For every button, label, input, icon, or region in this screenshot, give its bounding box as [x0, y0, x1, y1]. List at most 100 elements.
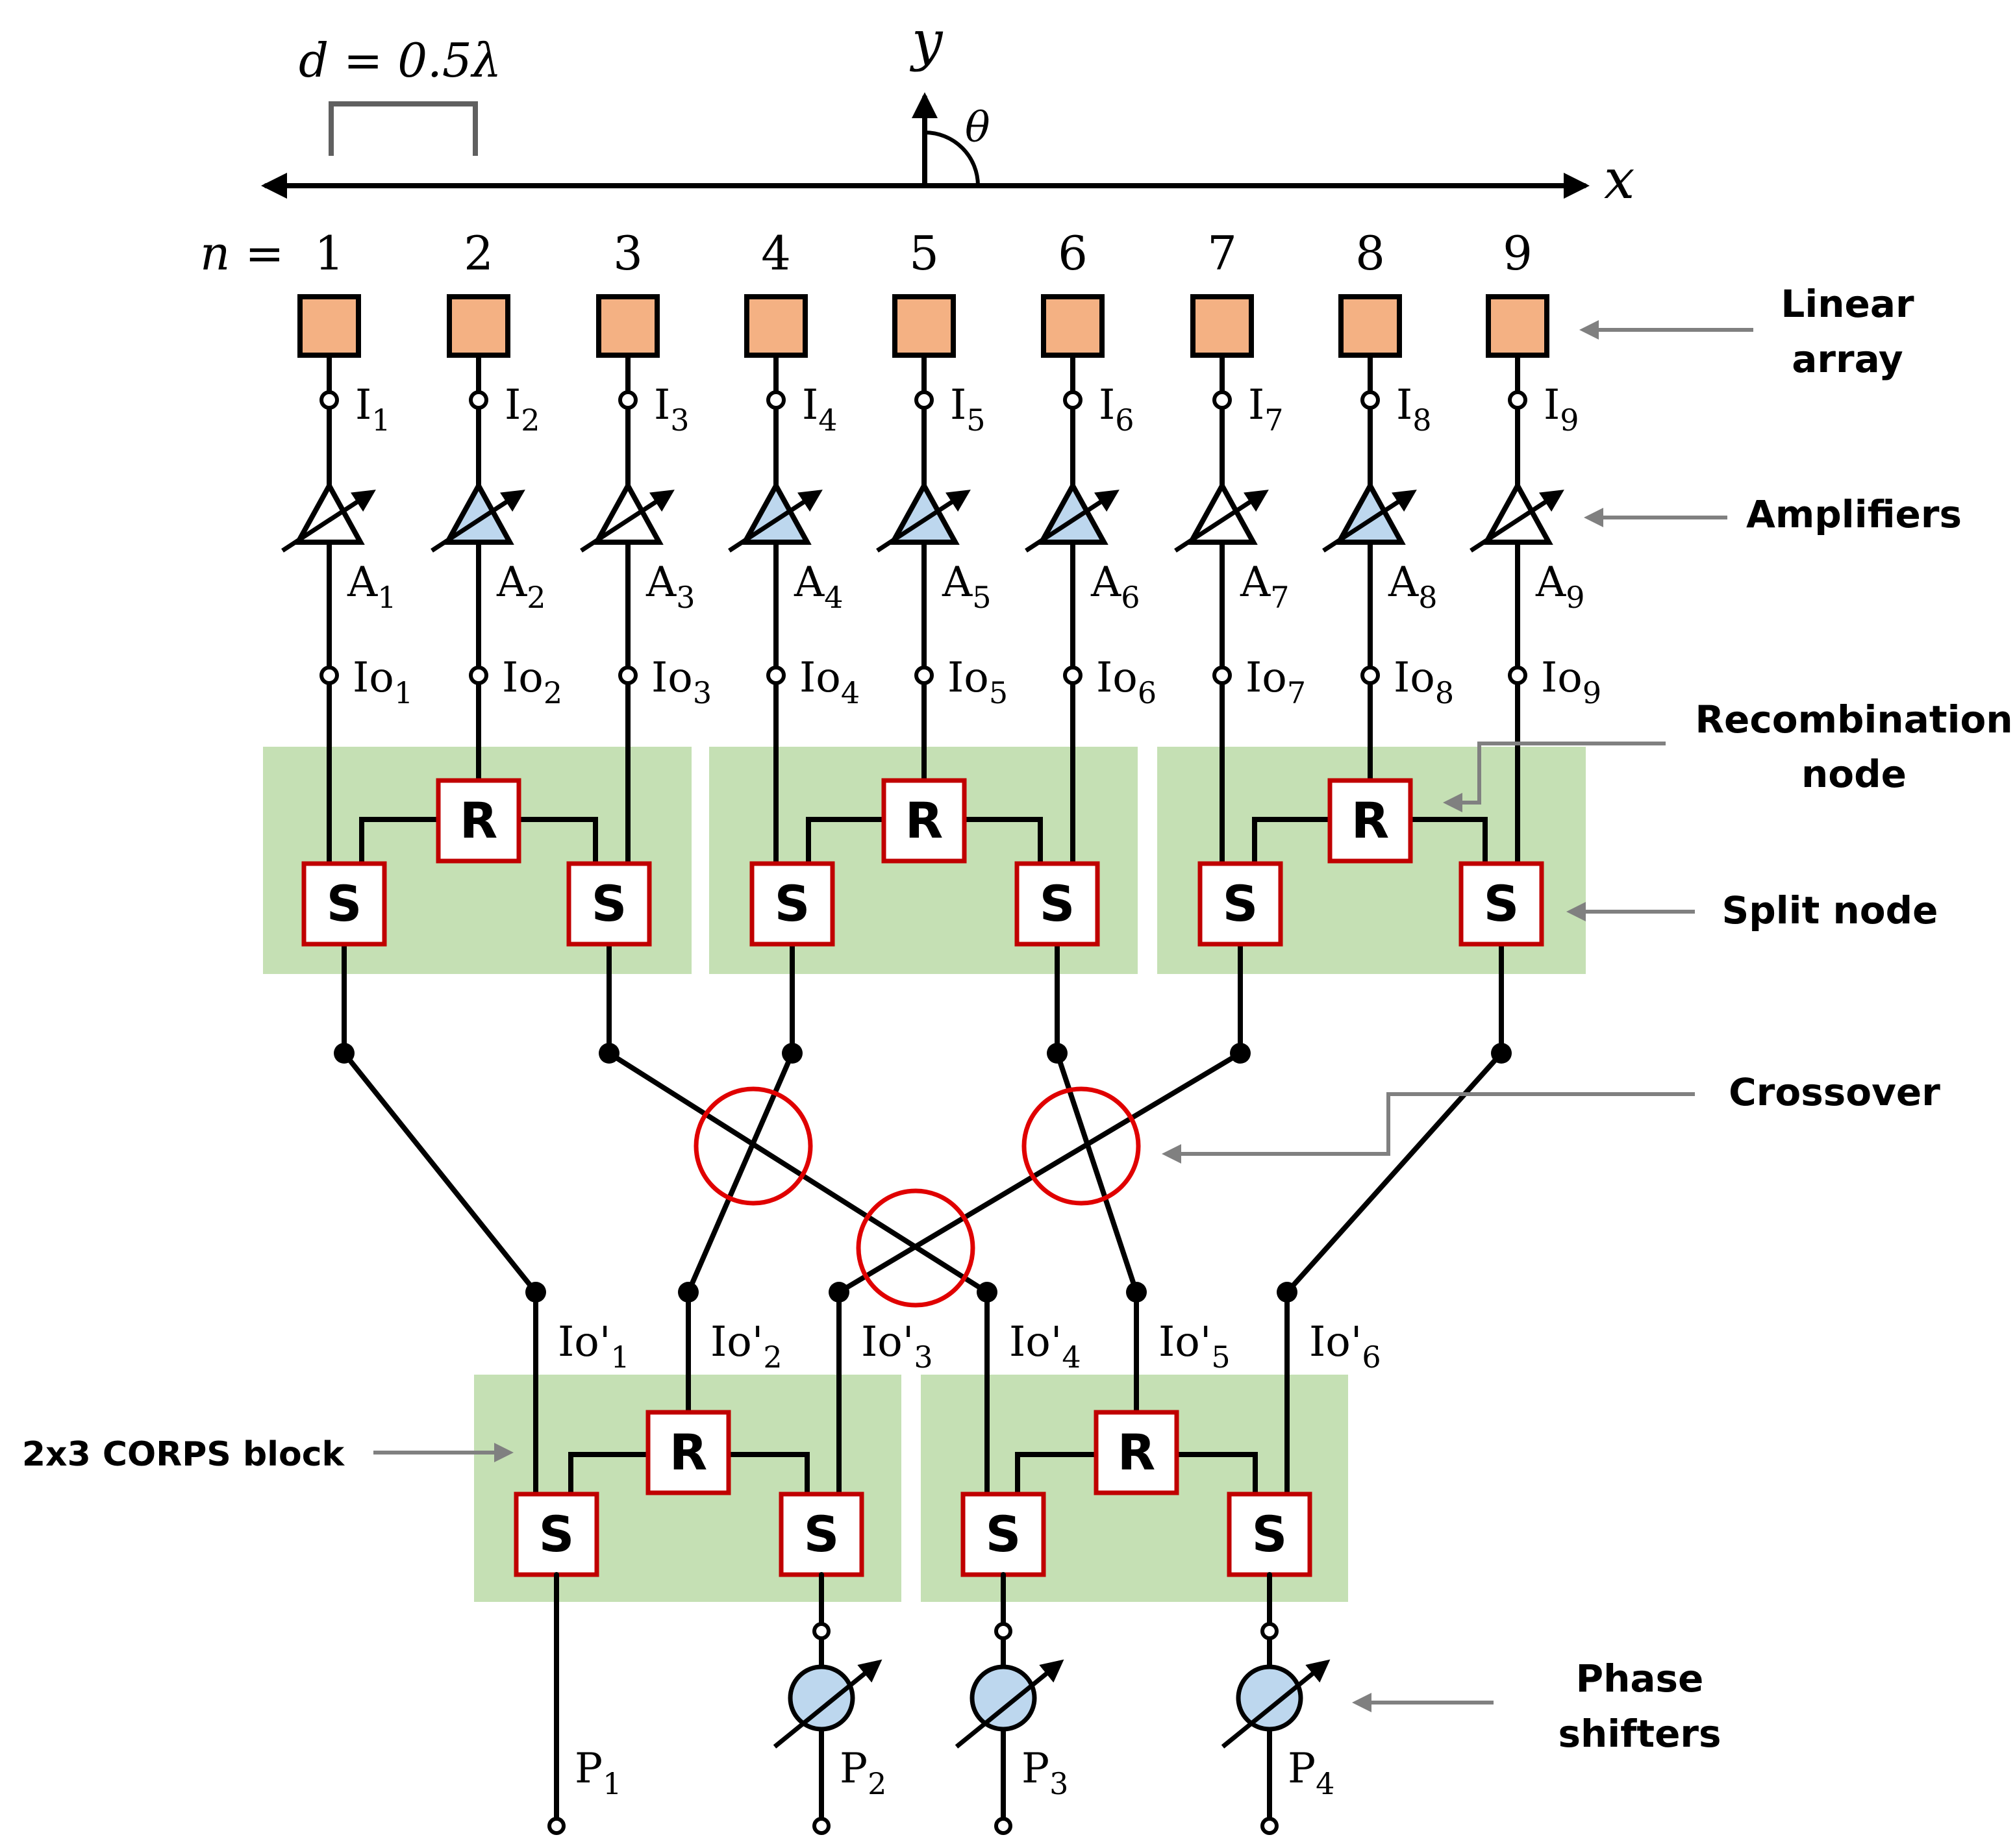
- element-index: 4: [761, 226, 791, 281]
- port-terminal: [1260, 1817, 1279, 1835]
- element-index: 8: [1355, 226, 1385, 281]
- output-label: Io4: [799, 654, 860, 710]
- output-terminal: [618, 666, 638, 685]
- antenna-element: [1486, 294, 1549, 358]
- antenna-element: [744, 294, 808, 358]
- port-terminal: [812, 1817, 831, 1835]
- output-label: Io7: [1245, 654, 1306, 710]
- split-node: S: [566, 861, 652, 947]
- input-port: P1: [547, 1572, 621, 1835]
- annotation-text: Phase: [1576, 1656, 1704, 1701]
- svg-text:R: R: [460, 792, 498, 849]
- antenna-element: [1041, 294, 1105, 358]
- amplifier-label: A5: [942, 558, 992, 615]
- svg-text:S: S: [1252, 1505, 1288, 1563]
- split-node: S: [779, 1492, 864, 1577]
- annotation-text: Linear: [1781, 282, 1914, 326]
- annotation-text: node: [1801, 752, 1907, 796]
- spacing-indicator: d = 0.5λ: [299, 33, 501, 156]
- spacing-label: d = 0.5λ: [299, 33, 501, 88]
- annotation-crossover: Crossover: [1162, 1070, 1940, 1164]
- svg-text:S: S: [327, 875, 362, 932]
- phase-shifter-icon: [970, 1664, 1037, 1732]
- phase-shifter-icon: [788, 1664, 855, 1732]
- output-terminal: [914, 666, 934, 685]
- output-label: Io5: [947, 654, 1008, 710]
- antenna-element: [447, 294, 510, 358]
- element-index: 1: [314, 226, 344, 281]
- current-label: I2: [505, 381, 540, 438]
- output-terminal: [469, 666, 488, 685]
- output-terminal: [1063, 666, 1083, 685]
- split-node: S: [301, 861, 387, 947]
- current-label: I3: [654, 381, 690, 438]
- current-terminal: [1508, 390, 1527, 410]
- svg-text:R: R: [670, 1423, 708, 1481]
- current-label: I9: [1544, 381, 1579, 438]
- annotation-text: shifters: [1558, 1712, 1721, 1756]
- current-label: I8: [1396, 381, 1432, 438]
- variable-gain-arrow: [1174, 490, 1269, 553]
- phase-shifter-icon: [1236, 1664, 1303, 1732]
- port-label: P2: [840, 1745, 886, 1801]
- annotation-amplifiers: Amplifiers: [1584, 492, 1962, 536]
- theta-arc: [924, 131, 980, 186]
- split-node: S: [1458, 861, 1544, 947]
- corps-blocks: [263, 747, 1586, 1602]
- split-node: S: [960, 1492, 1046, 1577]
- element-index: 9: [1503, 226, 1533, 281]
- svg-text:S: S: [775, 875, 810, 932]
- crossover-line: [1055, 1051, 1139, 1295]
- svg-text:S: S: [1223, 875, 1258, 932]
- element-index: 2: [464, 226, 494, 281]
- theta-label: θ: [965, 104, 990, 152]
- current-label: I1: [355, 381, 391, 438]
- annotation-text: Amplifiers: [1746, 492, 1962, 536]
- split-node: S: [749, 861, 835, 947]
- element-index: 5: [909, 226, 939, 281]
- amplifier-label: A9: [1535, 558, 1585, 615]
- antenna-element: [1190, 294, 1254, 358]
- antenna-element: [297, 294, 361, 358]
- svg-text:S: S: [539, 1505, 575, 1563]
- shifter-terminal: [1260, 1622, 1279, 1640]
- mid-output-label: Io'6: [1309, 1318, 1381, 1375]
- shifter-terminal: [812, 1622, 831, 1640]
- current-label: I7: [1248, 381, 1284, 438]
- annotation-recombination-node: Recombination node: [1443, 697, 2013, 812]
- svg-text:S: S: [986, 1505, 1021, 1563]
- current-terminal: [469, 390, 488, 410]
- crossover-marker: [694, 1086, 813, 1206]
- coordinate-axes: x y θ: [261, 9, 1634, 211]
- current-terminal: [914, 390, 934, 410]
- annotation-text: Split node: [1722, 888, 1938, 932]
- svg-text:S: S: [804, 1505, 840, 1563]
- output-terminal: [1212, 666, 1232, 685]
- mid-output-label: Io'3: [861, 1318, 933, 1375]
- variable-gain-arrow: [580, 490, 675, 553]
- output-label: Io6: [1096, 654, 1157, 710]
- mid-output-label: Io'5: [1158, 1318, 1231, 1375]
- crossover-marker: [1021, 1086, 1141, 1206]
- current-terminal: [319, 390, 339, 410]
- port-label: P3: [1021, 1745, 1068, 1801]
- amplifier-label: A3: [645, 558, 695, 615]
- shifter-terminal: [994, 1622, 1012, 1640]
- amplifier-label: A8: [1388, 558, 1438, 615]
- annotation-split-node: Split node: [1566, 888, 1938, 932]
- annotation-arrow: [1443, 742, 1666, 812]
- mid-output-label: Io'4: [1009, 1318, 1081, 1375]
- current-terminal: [766, 390, 786, 410]
- antenna-element: [892, 294, 956, 358]
- array-columns: 1I1A1Io12I2A2Io23I3A3Io34I4A4Io45I5A5Io5…: [281, 226, 1601, 749]
- recombination-node: R: [1327, 778, 1413, 864]
- variable-phase-arrow: [1221, 1659, 1331, 1749]
- element-index: 7: [1207, 226, 1237, 281]
- split-node: S: [1227, 1492, 1312, 1577]
